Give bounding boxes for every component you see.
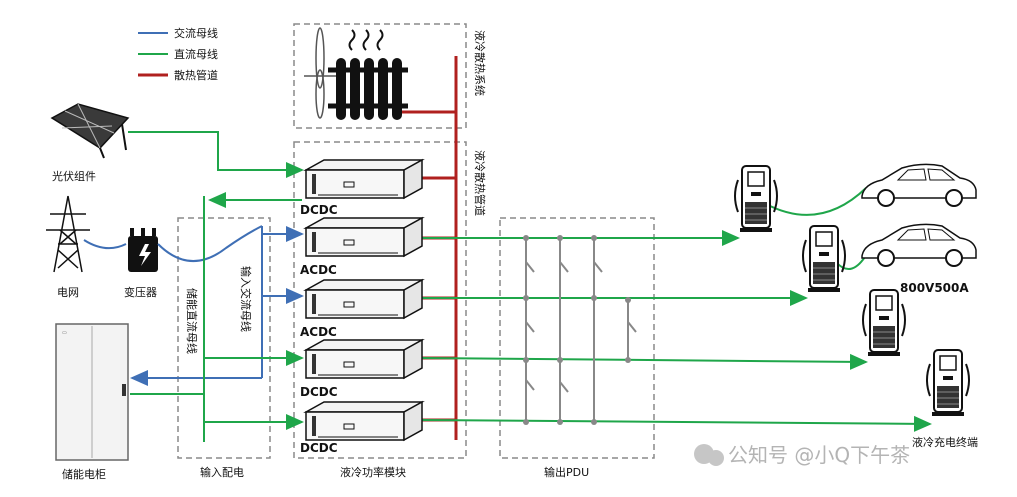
legend: 交流母线 直流母线 散热管道: [138, 26, 218, 82]
input-ac-bus-label: 输入交流母线: [239, 266, 253, 332]
pv-label: 光伏组件: [52, 169, 96, 183]
power-module-box: [293, 141, 467, 459]
power-module: [305, 279, 423, 319]
module-label: DCDC: [300, 203, 338, 217]
ac-wiring: [83, 225, 304, 386]
charger-icon: [802, 225, 846, 293]
pdu-nodes: [523, 235, 631, 425]
legend-dc-label: 直流母线: [174, 47, 218, 61]
car-icon: [861, 163, 977, 207]
power-modules-label: 液冷功率模块: [340, 465, 406, 479]
cooling-system-box: [293, 23, 467, 129]
solar-panel-icon: [50, 103, 130, 159]
radiator-icon: [304, 27, 408, 120]
dc-wiring: [128, 131, 932, 442]
module-label: ACDC: [300, 325, 337, 339]
watermark-text: 公知号 @小Q下午茶: [728, 443, 910, 467]
charger-rating: 800V500A: [900, 281, 969, 295]
cooling-pipe-label: 液冷散热管道: [473, 150, 487, 216]
power-module: [305, 159, 423, 199]
power-module: [305, 401, 423, 441]
charging-terminal-label: 液冷充电终端: [912, 435, 978, 449]
input-distribution-box: [177, 217, 271, 459]
pdu-switches: [525, 238, 637, 424]
charger-icon: [926, 349, 970, 417]
output-pdu-box: [499, 217, 655, 459]
storage-label: 储能电柜: [62, 467, 106, 481]
svg-text:▭: ▭: [62, 330, 67, 336]
cooling-system-label: 液冷散热系统: [473, 30, 487, 96]
module-label: ACDC: [300, 263, 337, 277]
charger-icon: [862, 289, 906, 357]
module-label: DCDC: [300, 385, 338, 399]
legend-ac-label: 交流母线: [174, 26, 218, 40]
grid-label: 电网: [57, 286, 79, 299]
output-pdu-label: 输出PDU: [544, 465, 589, 479]
watermark: 公知号 @小Q下午茶: [694, 443, 910, 467]
transformer-icon: [128, 228, 158, 272]
legend-heat-label: 散热管道: [174, 68, 218, 82]
power-module: [305, 217, 423, 257]
charger-icon: [734, 165, 778, 233]
module-label: DCDC: [300, 441, 338, 455]
transformer-label: 变压器: [124, 285, 157, 299]
car-icon: [861, 223, 977, 267]
storage-cabinet-icon: ▭: [55, 323, 129, 461]
input-distribution-label: 输入配电: [200, 465, 244, 479]
power-tower-icon: [46, 195, 90, 273]
storage-dc-bus-label: 储能直流母线: [185, 288, 199, 354]
power-module: [305, 339, 423, 379]
